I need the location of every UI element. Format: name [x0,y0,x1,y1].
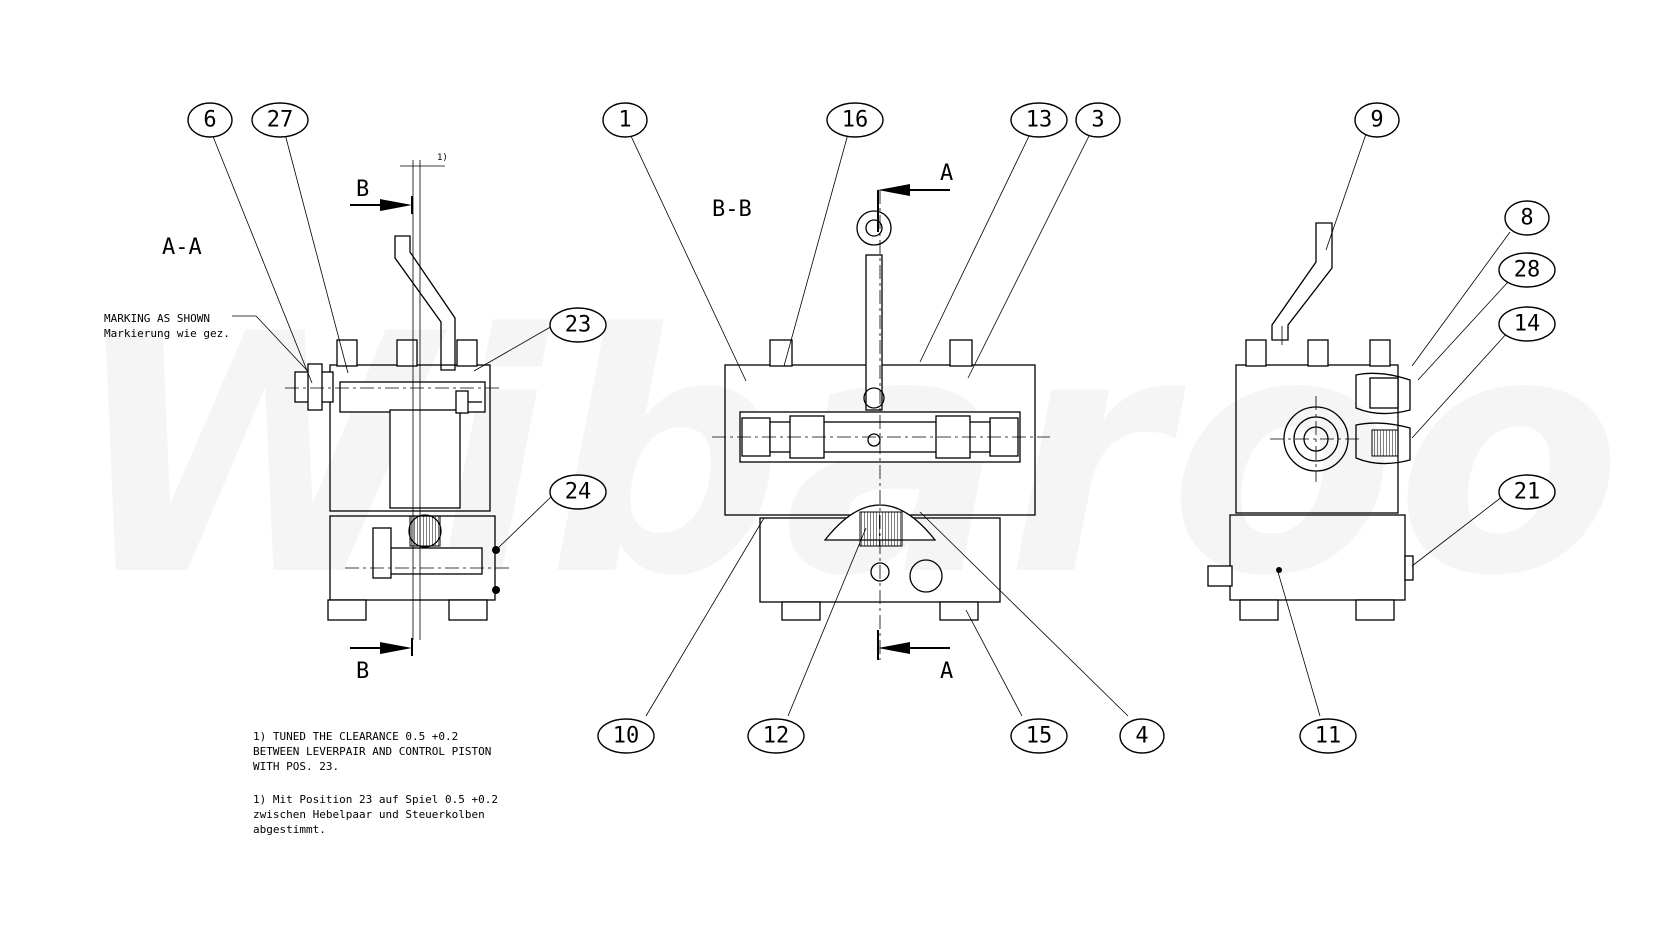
footnotes: 1) TUNED THE CLEARANCE 0.5 +0.2 BETWEEN … [253,730,498,836]
marking-note-line2: Markierung wie gez. [104,327,230,340]
svg-text:1: 1 [618,108,631,133]
balloon-23: 23 [549,307,607,343]
leader-lines [211,133,1511,717]
svg-text:10: 10 [613,724,640,749]
svg-text:12: 12 [763,724,790,749]
footnote-en-line2: BETWEEN LEVERPAIR AND CONTROL PISTON [253,745,491,758]
svg-text:14: 14 [1514,312,1541,337]
balloon-6: 6 [187,102,233,138]
section-arrow-b-bottom-label: B [356,659,369,684]
balloon-16: 16 [826,102,884,138]
balloon-4: 4 [1119,718,1165,754]
balloon-28: 28 [1498,252,1556,288]
svg-text:28: 28 [1514,258,1541,283]
section-arrow-a-top-label: A [940,161,953,186]
footnote-de-line1: 1) Mit Position 23 auf Spiel 0.5 +0.2 [253,793,498,806]
svg-text:23: 23 [565,313,592,338]
section-view-aa: A-A MARKING AS SHOWN Markierung wie gez. [104,153,510,684]
clearance-ref: 1) [437,153,448,163]
balloon-1: 1 [602,102,648,138]
balloon-14: 14 [1498,306,1556,342]
section-arrow-b-top-label: B [356,177,369,202]
balloon-11: 11 [1299,718,1357,754]
section-arrow-a-bottom-label: A [940,659,953,684]
svg-text:27: 27 [267,108,294,133]
svg-text:16: 16 [842,108,869,133]
section-label-bb: B-B [712,197,752,222]
balloons: 6 27 1 16 13 3 9 8 28 14 23 24 21 10 12 … [187,102,1556,754]
svg-text:8: 8 [1520,206,1533,231]
footnote-en-line3: WITH POS. 23. [253,760,339,773]
svg-text:9: 9 [1370,108,1383,133]
svg-text:21: 21 [1514,480,1541,505]
marking-note-line1: MARKING AS SHOWN [104,312,210,325]
balloon-21: 21 [1498,474,1556,510]
svg-text:11: 11 [1315,724,1342,749]
balloon-27: 27 [251,102,309,138]
balloon-3: 3 [1075,102,1121,138]
svg-text:6: 6 [203,108,216,133]
footnote-de-line2: zwischen Hebelpaar und Steuerkolben [253,808,485,821]
svg-text:13: 13 [1026,108,1053,133]
side-view [1207,222,1414,621]
footnote-de-line3: abgestimmt. [253,823,326,836]
svg-text:24: 24 [565,480,592,505]
balloon-9: 9 [1354,102,1400,138]
balloon-12: 12 [747,718,805,754]
balloon-13: 13 [1010,102,1068,138]
balloon-10: 10 [597,718,655,754]
balloon-8: 8 [1504,200,1550,236]
svg-text:3: 3 [1091,108,1104,133]
svg-text:15: 15 [1026,724,1053,749]
balloon-15: 15 [1010,718,1068,754]
section-label-aa: A-A [162,235,202,260]
section-view-bb: B-B A A [712,161,1050,684]
balloon-24: 24 [549,474,607,510]
footnote-en-line1: 1) TUNED THE CLEARANCE 0.5 +0.2 [253,730,458,743]
svg-text:4: 4 [1135,724,1148,749]
